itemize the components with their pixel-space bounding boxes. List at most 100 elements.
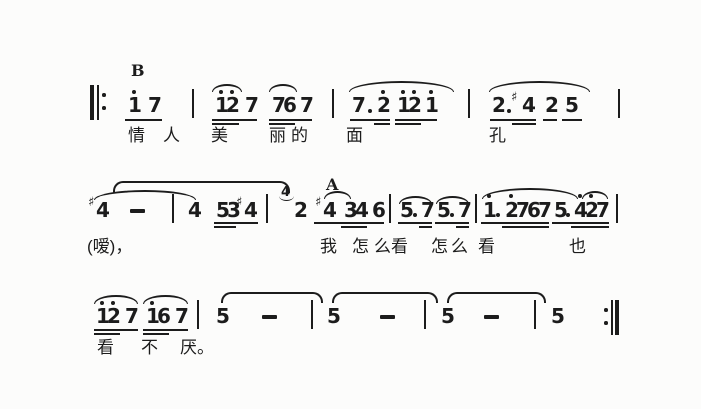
sustain-dash — [380, 315, 395, 319]
barline — [192, 89, 194, 118]
barline — [618, 89, 620, 118]
lyric-text: 厌。 — [180, 338, 214, 357]
slur-curve — [482, 188, 578, 199]
note-digit: 1 — [215, 93, 229, 117]
lyric-text: 人 — [163, 126, 180, 145]
octave-dot — [509, 194, 513, 198]
note-digit: 4 — [522, 93, 536, 117]
lyric-text: 怎 — [352, 237, 369, 256]
note-digit: 5 — [400, 198, 414, 222]
note-digit: 4 — [188, 198, 202, 222]
lyric-text: 看 — [391, 237, 408, 256]
octave-dot — [401, 90, 405, 94]
note-digit: 5 — [441, 304, 455, 328]
duration-dot — [368, 109, 372, 113]
note-digit: 1 — [128, 93, 142, 117]
octave-dot — [589, 194, 593, 198]
duration-dot — [507, 109, 511, 113]
repeat-start-barline — [90, 85, 94, 120]
duration-dot — [450, 213, 454, 217]
lyric-text: 我 — [320, 237, 337, 256]
tie-curve — [113, 181, 290, 193]
repeat-dot — [102, 93, 106, 97]
octave-dot — [429, 90, 433, 94]
grace-slur — [279, 196, 294, 201]
lyric-text: 么 — [374, 237, 391, 256]
repeat-dot — [604, 321, 608, 325]
note-digit: 7 — [125, 304, 139, 328]
barline — [197, 300, 199, 329]
beam-underline — [143, 329, 188, 331]
note-digit: 5 — [327, 304, 341, 328]
note-digit: 7 — [245, 93, 259, 117]
lyric-text: 怎 — [431, 237, 448, 256]
note-digit: 2 — [492, 93, 506, 117]
repeat-start-barline — [97, 85, 99, 120]
repeat-dot — [604, 308, 608, 312]
beam-underline — [435, 222, 469, 224]
note-digit: 3 — [227, 198, 241, 222]
octave-dot — [230, 90, 234, 94]
beam-underline — [212, 123, 239, 125]
sharp-sign: ♯ — [88, 195, 95, 210]
note-digit: 7 — [272, 93, 286, 117]
note-digit: 4 — [323, 198, 337, 222]
repeat-dot — [102, 106, 106, 110]
tie-curve — [447, 292, 546, 303]
note-digit: 7 — [352, 93, 366, 117]
beam-underline — [395, 123, 421, 125]
barline — [332, 89, 334, 118]
note-digit: 6 — [157, 304, 171, 328]
beam-underline — [214, 226, 236, 228]
beam-underline — [552, 222, 609, 224]
note-digit: 7 — [538, 198, 552, 222]
lyric-text: 看 — [97, 338, 114, 357]
lyric-text: 看 — [478, 237, 495, 256]
note-digit: 2 — [107, 304, 121, 328]
section-label: B — [131, 61, 145, 80]
barline — [616, 194, 618, 223]
note-digit: 5 — [551, 304, 565, 328]
note-digit: 5 — [554, 198, 568, 222]
barline — [468, 89, 470, 118]
note-digit: 7 — [458, 198, 472, 222]
repeat-end-barline — [615, 300, 619, 335]
beam-underline — [341, 226, 367, 228]
barline — [266, 194, 268, 223]
lyric-text: 不 — [141, 338, 158, 357]
sustain-dash — [130, 209, 145, 213]
beam-underline — [212, 119, 257, 121]
beam-underline — [269, 119, 312, 121]
barline — [172, 194, 174, 223]
note-digit: 6 — [283, 93, 297, 117]
note-digit: 2 — [505, 198, 519, 222]
beam-underline — [350, 119, 390, 121]
note-digit: 7 — [516, 198, 530, 222]
note-digit: 7 — [175, 304, 189, 328]
slur-curve — [269, 84, 297, 92]
note-digit: 1 — [483, 198, 497, 222]
beam-underline — [374, 123, 390, 125]
beam-underline — [125, 119, 162, 121]
note-digit: 7 — [148, 93, 162, 117]
sustain-dash — [262, 315, 277, 319]
note-digit: 5 — [565, 93, 579, 117]
tie-curve — [221, 292, 323, 303]
note-digit: 7 — [300, 93, 314, 117]
sustain-dash — [484, 315, 499, 319]
beam-underline — [94, 329, 138, 331]
slur-curve — [489, 81, 590, 92]
note-digit: 2 — [585, 198, 599, 222]
note-digit: 4 — [574, 198, 588, 222]
beam-underline — [481, 222, 549, 224]
note-digit: 2 — [294, 198, 308, 222]
lyric-text: 么 — [451, 237, 468, 256]
note-digit: 1 — [96, 304, 110, 328]
lyric-text: 也 — [569, 237, 586, 256]
note-digit: 7 — [421, 198, 435, 222]
note-digit: 1 — [425, 93, 439, 117]
octave-dot — [132, 90, 136, 94]
note-digit: 2 — [377, 93, 391, 117]
octave-dot — [219, 90, 223, 94]
